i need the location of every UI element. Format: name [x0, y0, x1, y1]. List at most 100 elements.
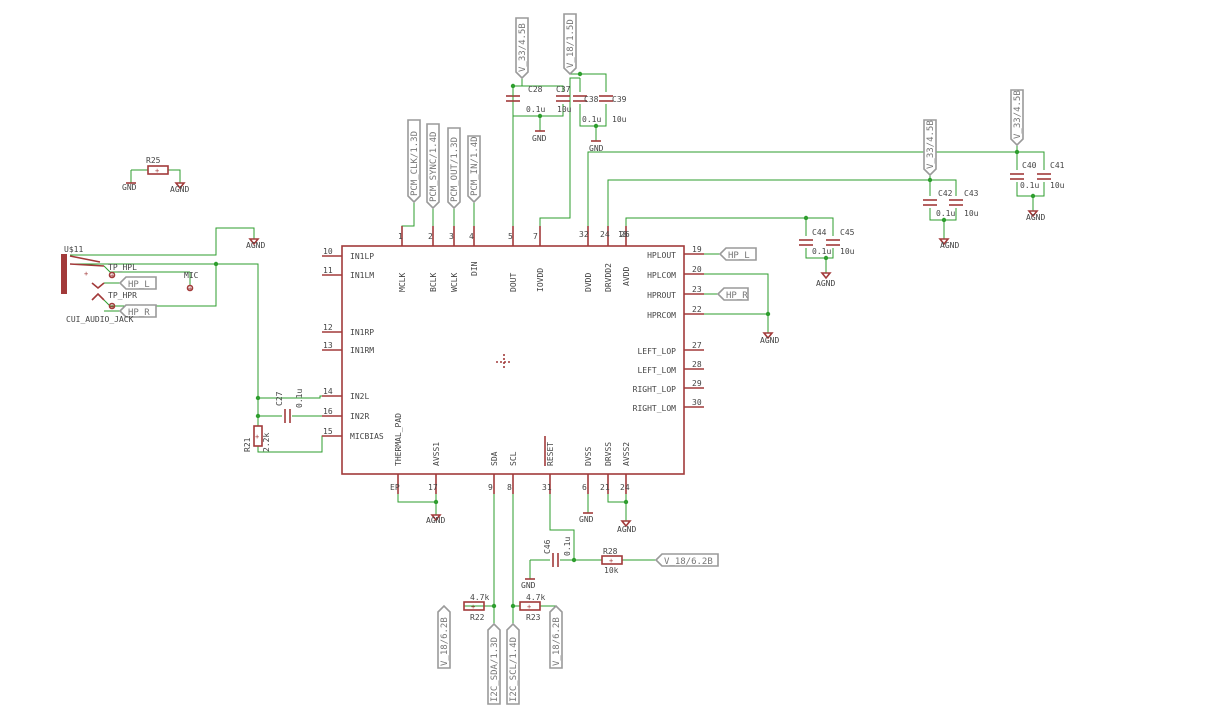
flag-pcm-in[interactable]: PCM_IN/1.4D [467, 135, 481, 204]
capacitor-c43[interactable]: C43 10u [949, 189, 979, 218]
flag-pcm-sync[interactable]: PCM_SYNC/1.4D [426, 123, 440, 210]
label-text: PCM_CLK/1.3D [410, 131, 420, 196]
flag-v33-top[interactable]: V_33/4.5B [515, 17, 529, 80]
flag-hp-r-jack[interactable]: HP_R [118, 304, 157, 318]
pin-name: IN1LP [350, 252, 374, 261]
flag-hp-r-out[interactable]: HP_R [716, 287, 749, 301]
component-value: 0.1u [295, 389, 304, 408]
testpoint-mic[interactable]: + MIC [184, 271, 199, 293]
pin-name: RIGHT_LOM [633, 404, 677, 413]
flag-v33-mid[interactable]: V_33/4.5B [923, 119, 937, 177]
pin-name: RESET [546, 442, 555, 466]
capacitor-c41[interactable]: C41 10u [1037, 161, 1065, 190]
component-value: 10u [557, 105, 572, 114]
testpoint-hpl[interactable]: + TP_HPL [108, 263, 137, 280]
capacitor-c27[interactable]: C27 0.1u [275, 389, 304, 423]
agnd-symbol: AGND [170, 179, 189, 194]
svg-text:+: + [155, 167, 159, 175]
component-value: 0.1u [582, 115, 601, 124]
capacitor-c44[interactable]: C44 0.1u [799, 228, 831, 256]
capacitor-c37[interactable]: C37 10u [556, 85, 572, 114]
pin-number: 4 [469, 232, 474, 241]
testpoint-hpr[interactable]: + TP_HPR [108, 291, 137, 311]
component-value: 10u [840, 247, 855, 256]
ref-designator: C37 [556, 85, 571, 94]
resistor-r22[interactable]: + 4.7k R22 [463, 593, 489, 622]
label-text: HP_R [726, 291, 748, 301]
pin-number: 12 [323, 323, 333, 332]
ref-designator: TP_HPL [108, 263, 137, 272]
ic-right-pins: 19 20 23 22 27 28 29 30 HPLOUT HPLCOM HP… [633, 245, 704, 413]
label-text: I2C_SCL/1.4D [509, 637, 519, 702]
flag-v18-right[interactable]: V_18/6.2B [549, 604, 563, 669]
capacitor-c39[interactable]: C39 10u [599, 95, 627, 124]
agnd-symbol: AGND [617, 517, 636, 534]
pin-number: 18 [618, 230, 628, 239]
agnd-symbol: AGND [426, 511, 445, 525]
pin-name: IN1RP [350, 328, 374, 337]
flag-v18-top[interactable]: V_18/1.5D [563, 13, 577, 76]
pin-number: 20 [692, 265, 702, 274]
pin-number: 26 [620, 230, 630, 239]
svg-text:GND: GND [532, 134, 547, 143]
flag-hp-l-out[interactable]: HP_L [718, 247, 757, 261]
ref-designator: R23 [526, 613, 541, 622]
pin-name: HPRCOM [647, 311, 676, 320]
label-text: V_18/6.2B [552, 617, 562, 666]
svg-text:GND: GND [589, 144, 604, 153]
pin-name: LEFT_LOM [637, 366, 676, 375]
svg-text:AGND: AGND [246, 241, 265, 250]
ref-designator: MIC [184, 271, 199, 280]
flag-v18-left[interactable]: V_18/6.2B [437, 604, 451, 669]
capacitor-c42[interactable]: C42 0.1u [923, 189, 955, 218]
pin-number: 10 [323, 247, 333, 256]
pin-name: SDA [490, 451, 499, 466]
capacitor-c45[interactable]: C45 10u [826, 228, 855, 256]
pin-number: 6 [582, 483, 587, 492]
resistor-r25[interactable]: + R25 [146, 156, 169, 175]
net-label-flags: PCM_CLK/1.3D PCM_SYNC/1.4D PCM_OUT/1.3D … [118, 13, 1024, 705]
ref-designator: C42 [938, 189, 953, 198]
resistor-r28[interactable]: + R28 10k [601, 547, 623, 575]
capacitor-c38[interactable]: C38 0.1u [573, 95, 601, 124]
ref-designator: C28 [528, 85, 543, 94]
flag-pcm-out[interactable]: PCM_OUT/1.3D [447, 127, 461, 210]
pin-number: 28 [692, 360, 702, 369]
flag-v33-right[interactable]: V_33/4.5B [1010, 89, 1024, 147]
agnd-symbol: AGND [246, 235, 265, 250]
flag-pcm-clk[interactable]: PCM_CLK/1.3D [407, 119, 421, 204]
pin-number: 31 [542, 483, 552, 492]
pin-number: 13 [323, 341, 333, 350]
resistor-r21[interactable]: + R21 2.2k [243, 425, 271, 452]
label-text: V_33/4.5B [926, 120, 936, 169]
audio-jack-u11[interactable]: + U$11 CUI_AUDIO_JACK [61, 245, 134, 324]
pin-name: AVSS1 [432, 442, 441, 466]
agnd-symbol: AGND [760, 329, 779, 345]
pin-name: AVDD [622, 267, 631, 286]
resistor-r23[interactable]: + 4.7k R23 [519, 593, 545, 622]
svg-text:+: + [110, 303, 114, 311]
pin-name: HPLCOM [647, 271, 676, 280]
label-text: I2C_SDA/1.3D [490, 637, 500, 702]
svg-text:AGND: AGND [426, 516, 445, 525]
flag-i2c-scl[interactable]: I2C_SCL/1.4D [506, 622, 520, 705]
pin-number: 17 [428, 483, 438, 492]
pin-name: WCLK [450, 273, 459, 292]
flag-hp-l-jack[interactable]: HP_L [118, 276, 157, 290]
capacitor-c46[interactable]: C46 0.1u [543, 537, 572, 567]
capacitor-c28[interactable]: C28 0.1u [506, 85, 545, 114]
svg-text:AGND: AGND [1026, 213, 1045, 222]
flag-i2c-sda[interactable]: I2C_SDA/1.3D [487, 622, 501, 705]
flag-v18-reset[interactable]: V_18/6.2B [654, 553, 719, 567]
svg-text:+: + [609, 557, 613, 565]
ref-designator: R28 [603, 547, 618, 556]
pin-name: SCL [509, 451, 518, 466]
pin-name: RIGHT_LOP [633, 385, 677, 394]
codec-ic[interactable]: 10 IN1LP 11 IN1LM 12 IN1RP 13 IN1RM 14 I… [322, 226, 704, 494]
component-value: 0.1u [526, 105, 545, 114]
ref-designator: C46 [543, 539, 552, 554]
svg-text:+: + [84, 270, 88, 278]
svg-text:GND: GND [122, 183, 137, 192]
capacitor-c40[interactable]: C40 0.1u [1010, 161, 1039, 190]
pin-number: 19 [692, 245, 702, 254]
